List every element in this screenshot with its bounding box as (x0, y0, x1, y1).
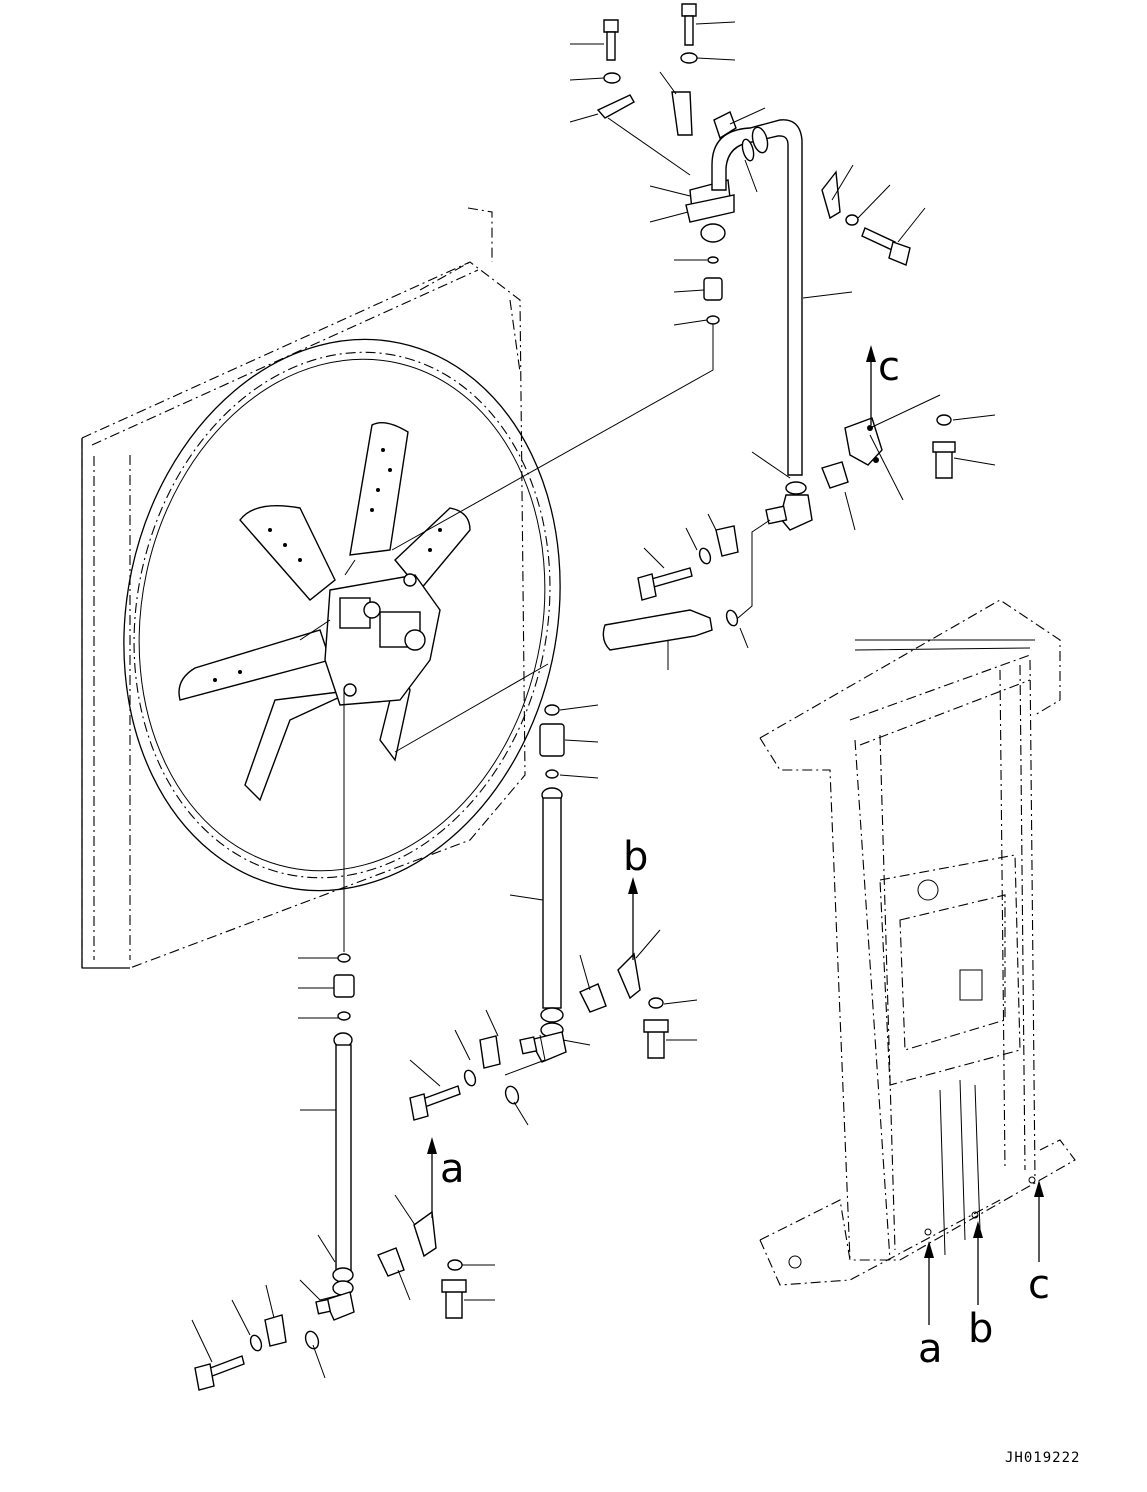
ref-letter-c-top: c (878, 344, 900, 390)
drawing-code: JH019222 (1005, 1450, 1080, 1466)
ref-letter-b-middle: b (623, 834, 648, 880)
fan-motor (299, 559, 441, 706)
ref-letter-b-frame: b (968, 1306, 993, 1352)
ref-letter-c-frame: c (1028, 1262, 1050, 1308)
ref-letter-a-frame: a (918, 1326, 943, 1372)
fan-shroud (81, 207, 561, 969)
middle-fittings (409, 704, 669, 1121)
upper-fittings (596, 3, 956, 651)
radiator-frame (759, 599, 1076, 1286)
lower-fittings (194, 953, 467, 1391)
leader-lines (191, 21, 996, 1379)
ref-letter-a-lower: a (440, 1146, 465, 1192)
fan-blades (178, 422, 471, 802)
reference-arrows (427, 345, 1044, 1325)
